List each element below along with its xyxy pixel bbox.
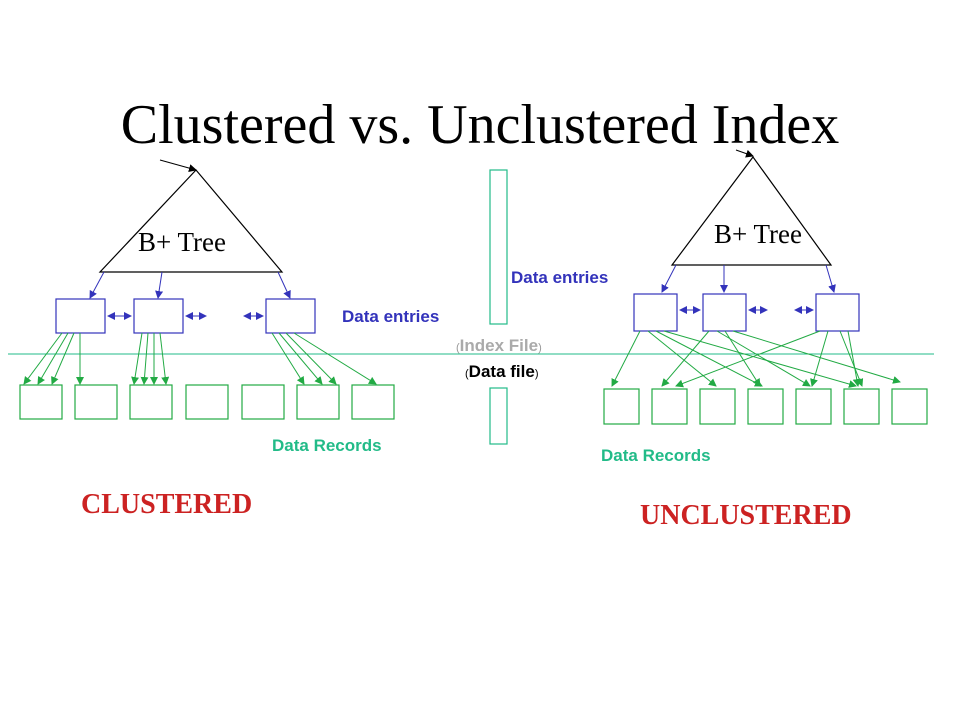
left-record-page [19,384,63,420]
left-record-page [185,384,229,420]
clustered-diagram [19,159,395,420]
left-record-page [129,384,173,420]
left-record-page [351,384,395,420]
left-data-record-pages [19,384,395,420]
right-record-page [651,388,688,425]
left-root-pointer [159,159,197,172]
right-record-page [603,388,640,425]
data-file-label: (Data file) [465,362,538,382]
index-file-text: Index File [459,336,539,355]
right-entry-page [633,293,678,332]
right-record-page [747,388,784,425]
left-entry-to-record-arrows [23,332,377,385]
right-data-records-label: Data Records [601,446,711,465]
left-record-page [241,384,285,420]
left-data-records-label: Data Records [272,436,382,455]
data-file-column [489,387,508,445]
left-record-page [74,384,118,420]
index-file-column [489,169,508,325]
unclustered-caption: UNCLUSTERED [640,500,852,531]
right-entry-page [702,293,747,332]
left-record-page [296,384,340,420]
right-entry-to-record-arrows [611,330,901,388]
right-entry-page [815,293,860,332]
left-tree-to-entry-arrows [89,271,291,299]
right-tree-to-entry-arrows [661,264,836,293]
right-record-page [843,388,880,425]
index-file-close-paren: ) [538,342,542,354]
index-file-label: (Index File) [456,336,542,356]
right-data-entries-label: Data entries [511,268,609,287]
unclustered-diagram [603,149,928,425]
data-file-close-paren: ) [534,368,539,380]
left-data-entry-pages [55,298,316,334]
right-root-pointer [735,149,754,158]
right-data-entry-pages [633,293,860,332]
slide-title: Clustered vs. Unclustered Index [120,94,840,156]
right-btree-triangle [670,155,833,266]
file-columns [489,169,508,445]
left-btree-triangle [98,169,284,273]
left-entry-page [133,298,184,334]
data-file-text: Data file [468,362,535,381]
right-record-page [795,388,832,425]
clustered-caption: CLUSTERED [81,489,253,520]
data-file-open-paren: ( [465,368,469,380]
left-entry-page [265,298,316,334]
right-btree-label: B+ Tree [714,219,803,249]
left-btree-label: B+ Tree [138,227,227,257]
left-entry-page [55,298,106,334]
right-data-record-pages [603,388,928,425]
index-file-open-paren: ( [456,342,460,354]
right-record-page [699,388,736,425]
left-data-entries-label: Data entries [342,307,440,326]
right-record-page [891,388,928,425]
